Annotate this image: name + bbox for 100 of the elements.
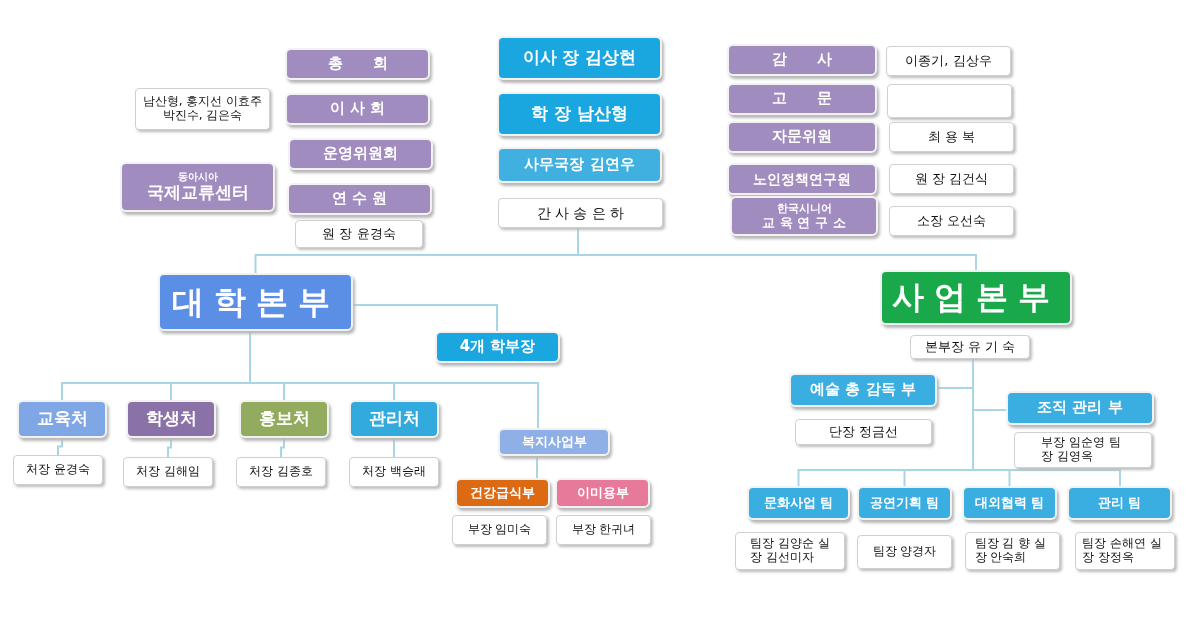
- org-box: [288, 138, 433, 170]
- box-label: 국제교류센터: [146, 183, 249, 203]
- connector-line: [280, 437, 285, 458]
- box-label: 교 육 연 구 소: [762, 214, 846, 231]
- box-label: 이종기, 김상우: [905, 53, 992, 69]
- org-box: [285, 48, 430, 80]
- org-box: [435, 331, 560, 363]
- box-label: 대학본부: [171, 283, 340, 321]
- org-box: [730, 196, 878, 236]
- box-label: 교육처: [36, 409, 88, 429]
- box-label: 부장 한귀녀: [571, 523, 636, 537]
- box-label: 이미용부: [576, 485, 629, 501]
- box-label: 팀장 손해연 실장 장정옥: [1082, 537, 1163, 565]
- box-label: 남산형, 홍지선 이효주 박진수, 김은숙: [141, 95, 264, 123]
- name-box: [735, 532, 845, 570]
- box-label: 처장 김종호: [249, 465, 313, 479]
- name-box: [556, 515, 651, 545]
- name-box: [889, 164, 1014, 194]
- name-box: [452, 515, 547, 545]
- org-box: [497, 36, 662, 80]
- box-label: 최 용 복: [927, 129, 976, 145]
- name-box: [965, 532, 1060, 570]
- org-box: [497, 92, 662, 136]
- org-box: [158, 273, 353, 331]
- name-box: [13, 455, 103, 485]
- box-label: 4개 학부장: [459, 338, 536, 356]
- box-label: 단장 정금선: [828, 424, 899, 440]
- box-label: 건강급식부: [470, 485, 535, 501]
- box-label: 관리처: [368, 409, 420, 429]
- box-label: 본부장 유 기 숙: [924, 339, 1016, 355]
- box-label: 복지사업부: [521, 434, 587, 450]
- box-label: 부장 임미숙: [467, 523, 532, 537]
- name-box: [1075, 532, 1175, 570]
- org-box: [17, 400, 107, 438]
- box-label: 처장 백승래: [362, 465, 426, 479]
- box-label: 예술 총 감독 부: [810, 381, 916, 399]
- box-label: 이 사 회: [329, 100, 386, 118]
- box-label: 간 사 송 은 하: [536, 204, 625, 222]
- org-box: [497, 147, 662, 183]
- box-label: 학 장 남산형: [531, 104, 628, 124]
- name-box: [889, 122, 1014, 152]
- connector-line: [393, 437, 395, 458]
- connector-line: [57, 437, 63, 456]
- name-box: [795, 419, 932, 445]
- name-box: [886, 46, 1011, 76]
- box-label: 자문위원: [772, 128, 832, 146]
- box-label: 팀장 김양순 실장 김선미자: [750, 537, 830, 565]
- box-label: 사업본부: [892, 279, 1060, 316]
- org-box: [126, 400, 216, 438]
- name-box: [910, 335, 1030, 359]
- connector-line: [352, 304, 498, 332]
- org-box: [727, 44, 877, 76]
- box-label: 처장 윤경숙: [26, 463, 90, 477]
- name-box: [1014, 432, 1152, 468]
- box-label: 연 수 원: [331, 190, 388, 208]
- name-box: [498, 198, 663, 228]
- box-label: 운영위원회: [323, 145, 398, 163]
- org-box: [747, 486, 850, 520]
- name-box: [295, 220, 423, 248]
- box-label: 고 문: [772, 90, 832, 108]
- box-label: 팀장 김 향 실장 안숙희: [974, 537, 1047, 565]
- name-box: [123, 457, 213, 487]
- box-label: 소장 오선숙: [916, 213, 987, 229]
- org-box: [789, 373, 937, 407]
- name-box: [887, 84, 1012, 118]
- box-label: 원 장 윤경숙: [322, 226, 396, 242]
- org-box: [287, 183, 432, 215]
- org-box: [727, 121, 877, 153]
- org-box: [498, 428, 610, 456]
- box-label: 팀장 양경자: [872, 545, 937, 559]
- box-label: 대외협력 팀: [974, 495, 1045, 511]
- org-box: [349, 400, 439, 438]
- name-box: [349, 457, 439, 487]
- box-label: 공연기획 팀: [869, 495, 940, 511]
- connector-line: [972, 358, 1121, 487]
- org-box: [880, 270, 1072, 325]
- org-box: [962, 486, 1057, 520]
- box-label: 관리 팀: [1097, 495, 1142, 511]
- org-box: [1006, 391, 1154, 425]
- box-label: 동아시아: [177, 171, 218, 184]
- name-box: [135, 88, 270, 130]
- box-label: 감 사: [772, 51, 832, 69]
- box-label: 처장 김해임: [136, 465, 200, 479]
- box-label: 이사 장 김상현: [522, 48, 637, 68]
- box-label: 원 장 김건식: [914, 171, 989, 187]
- box-label: 총 회: [327, 55, 388, 73]
- box-label: 문화사업 팀: [763, 495, 834, 511]
- name-box: [889, 206, 1014, 236]
- org-box: [555, 478, 650, 508]
- org-box: [727, 163, 877, 195]
- box-label: 한국시니어: [776, 201, 832, 215]
- box-label: 부장 임순영 팀장 김영옥: [1041, 436, 1122, 464]
- org-box: [239, 400, 329, 438]
- name-box: [857, 535, 952, 569]
- box-label: 노인정책연구원: [753, 170, 851, 188]
- org-box: [1067, 486, 1172, 520]
- org-box: [727, 83, 877, 115]
- box-label: 학생처: [145, 409, 197, 429]
- box-label: 홍보처: [258, 409, 310, 429]
- name-box: [236, 457, 326, 487]
